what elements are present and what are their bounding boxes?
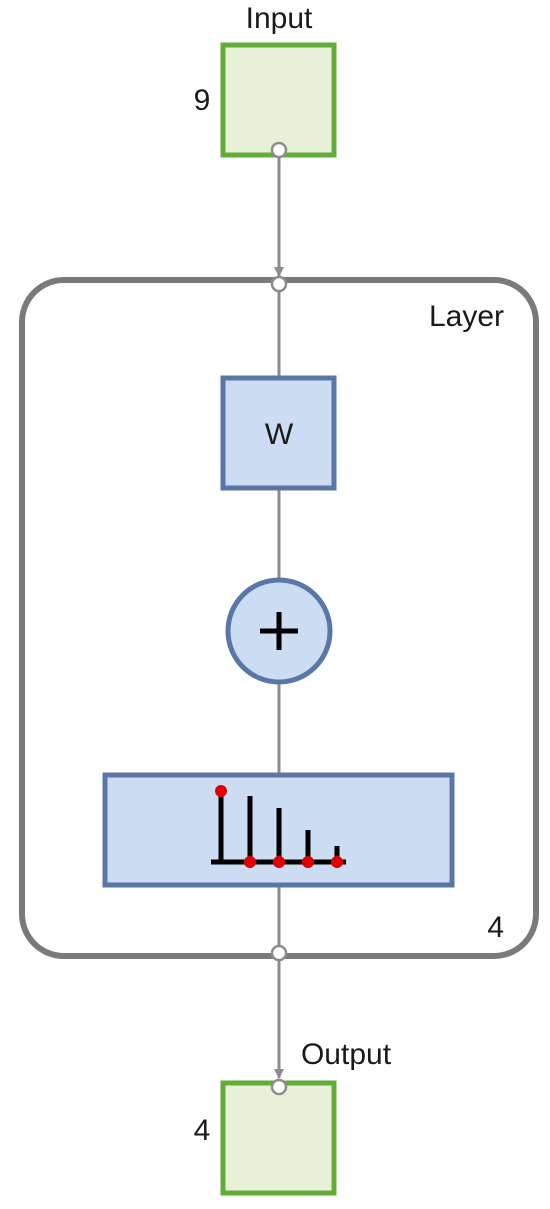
input-size: 9 xyxy=(194,84,211,117)
input-label: Input xyxy=(246,2,313,35)
layer-output-port xyxy=(270,944,288,962)
layer-label: Layer xyxy=(429,300,504,333)
output-port xyxy=(270,1078,288,1096)
transfer-function-icon xyxy=(211,785,346,868)
output-node xyxy=(220,1080,337,1196)
layer-input-port xyxy=(270,275,288,293)
weight-label: W xyxy=(265,418,294,451)
input-port xyxy=(270,141,288,159)
layer-size: 4 xyxy=(487,911,504,944)
output-label: Output xyxy=(301,1038,392,1071)
weight-block xyxy=(220,375,337,491)
input-node xyxy=(220,42,337,158)
plus-icon xyxy=(260,612,298,650)
output-size: 4 xyxy=(194,1114,211,1147)
